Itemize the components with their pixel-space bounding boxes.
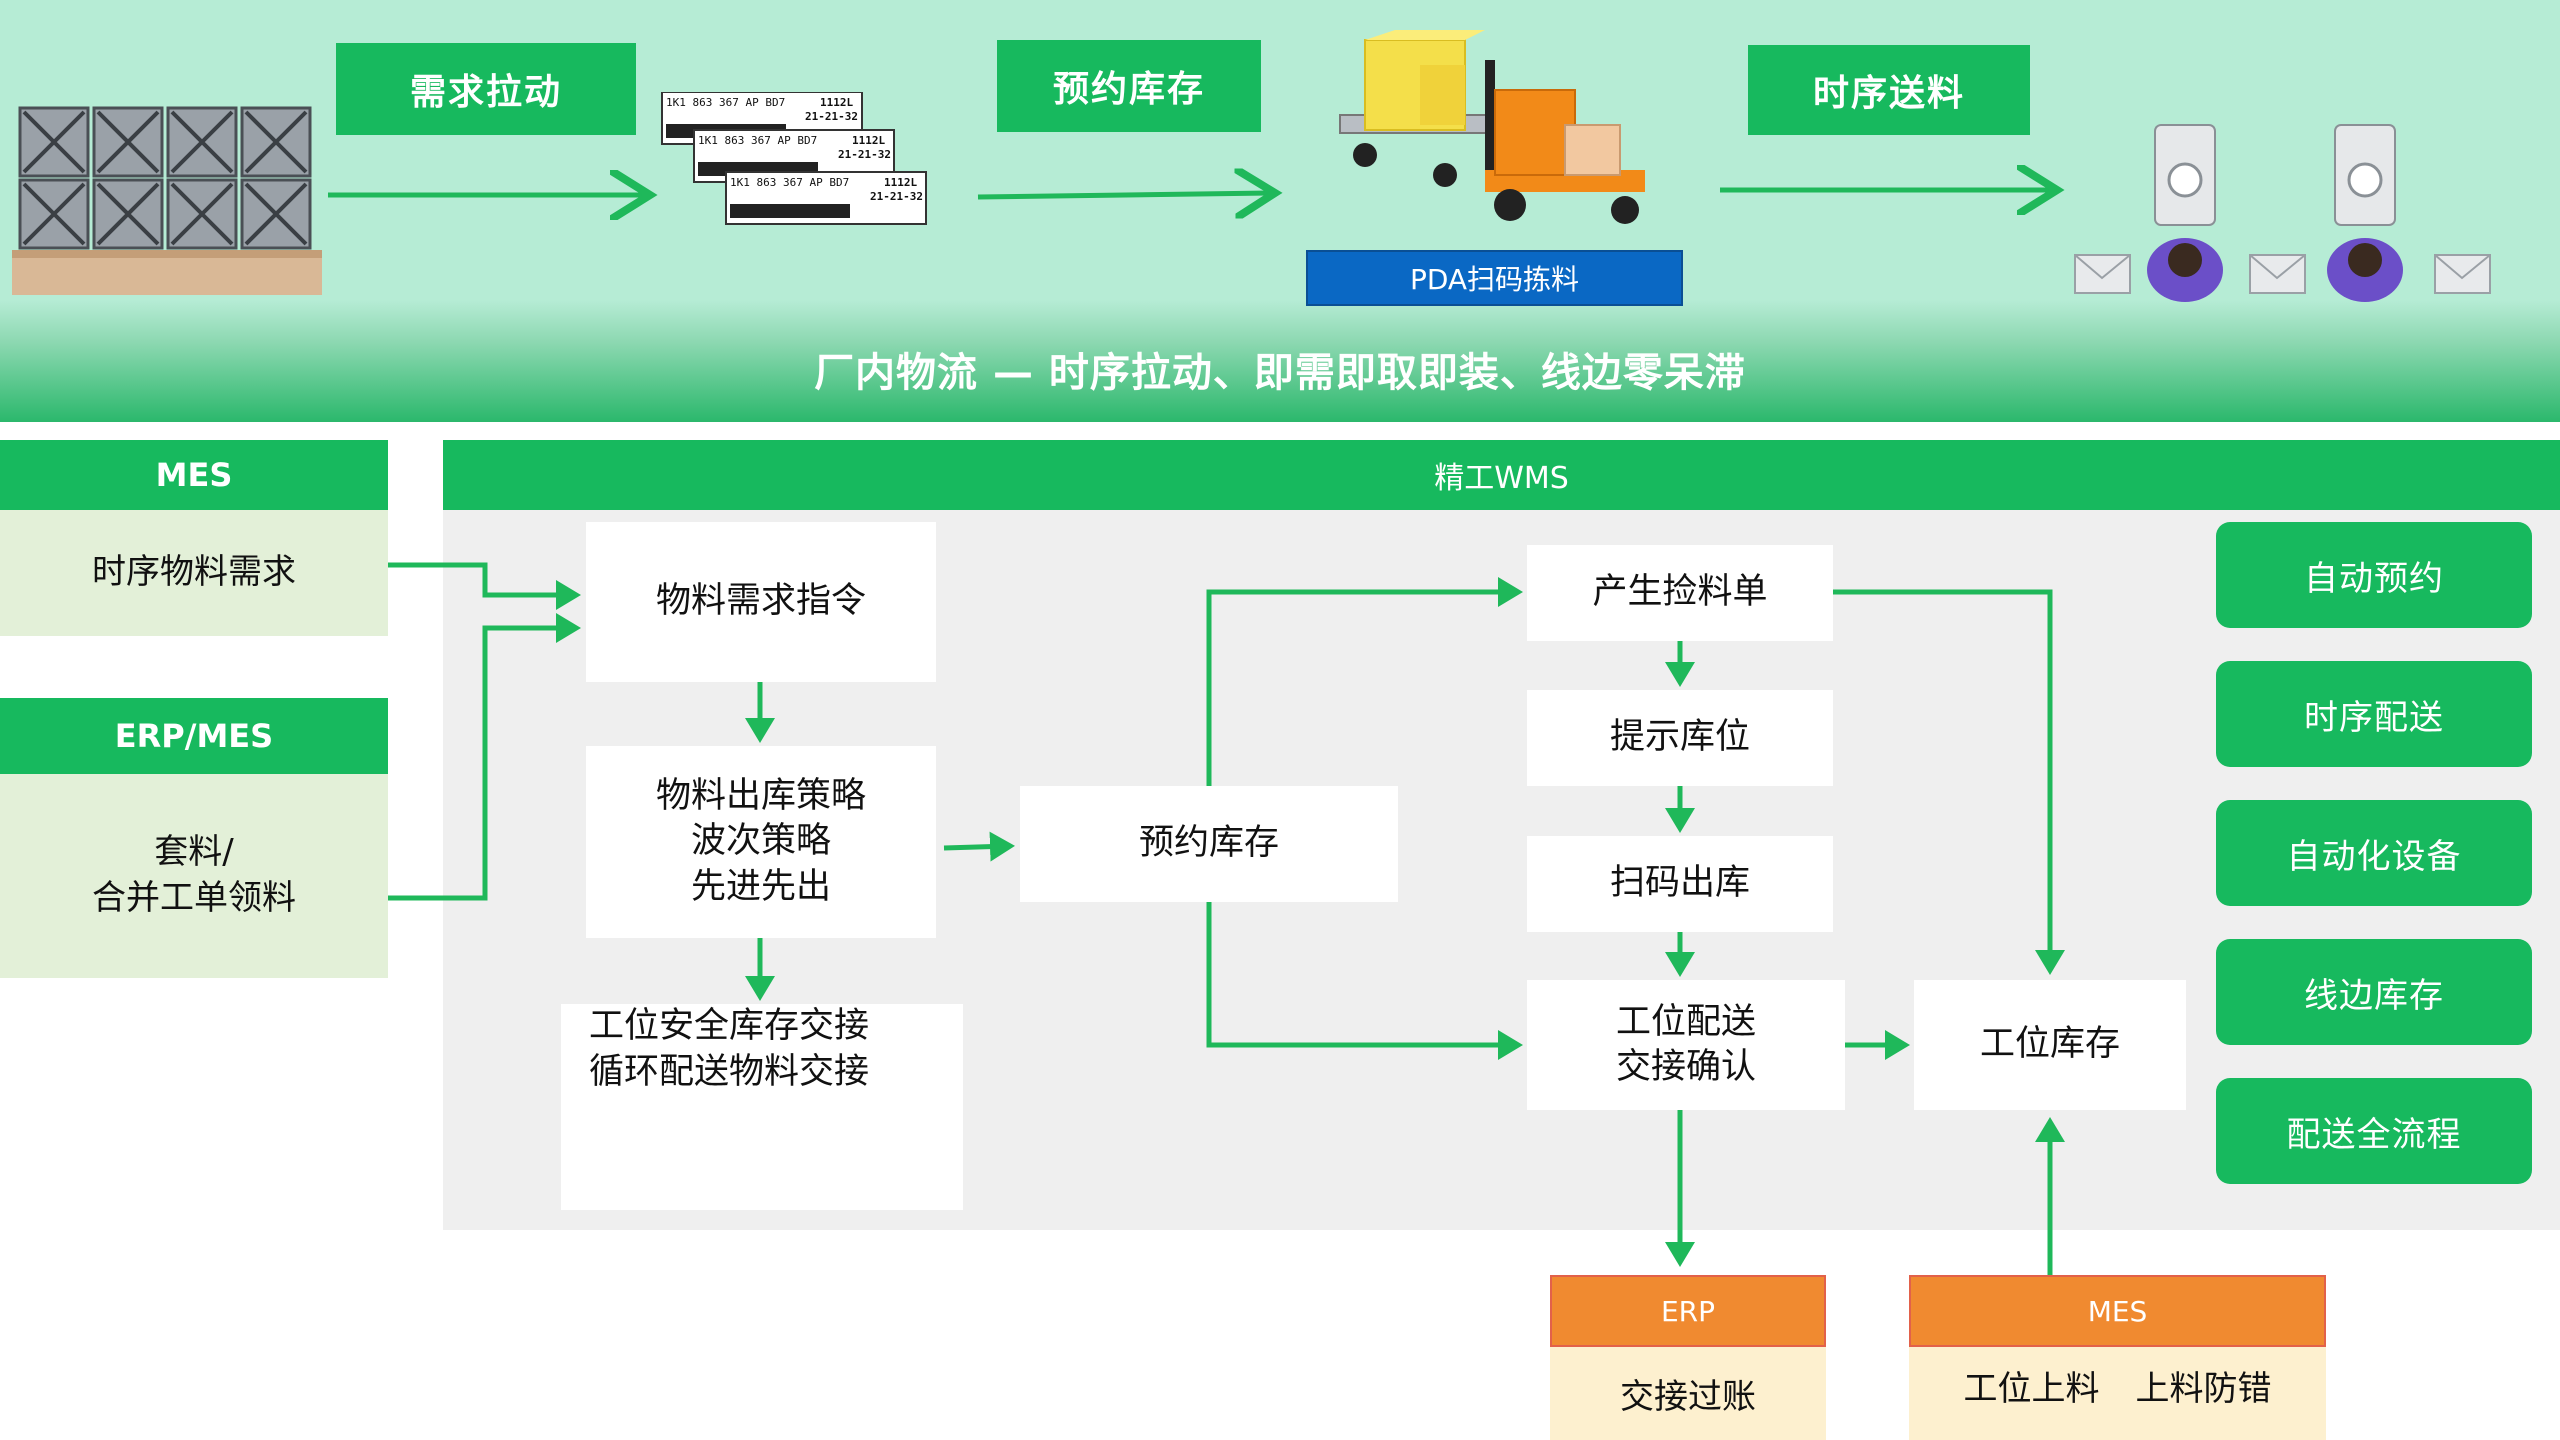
arrow-reserve-to-picklist: [1206, 577, 1523, 786]
delivery-line-2: 交接确认: [1615, 1047, 1756, 1087]
mes-box-title: MES: [1909, 1275, 2326, 1347]
arrow-reserve-to-delivery: [1206, 902, 1523, 1060]
step-sequenced-delivery: 时序送料: [1748, 45, 2030, 135]
node-generate-pick-list: 产生捡料单: [1527, 545, 1833, 641]
erp-kitting-requisition: 套料/ 合并工单领料: [0, 774, 388, 978]
strategy-line-3: 先进先出: [690, 866, 831, 907]
strategy-line-1: 物料出库策略: [655, 775, 866, 816]
crates-illustration: [12, 100, 322, 300]
feature-automation-equipment: 自动化设备: [2216, 800, 2532, 906]
arrow-mes-to-demand: [388, 562, 581, 610]
svg-text:1112L: 1112L: [820, 96, 853, 109]
node-station-delivery: 工位配送 交接确认: [1527, 980, 1845, 1110]
barcode-labels-illustration: 1K1 863 367 AP BD7 1112L 21-21-32 1K1 86…: [660, 91, 930, 237]
arrow-strategy-to-reserve: [943, 831, 1015, 862]
svg-text:1112L: 1112L: [852, 134, 885, 147]
erp-item-line-2: 合并工单领料: [92, 878, 296, 918]
erp-mes-title: ERP/MES: [0, 698, 388, 774]
arrow-erp-to-demand: [388, 613, 581, 901]
delivery-line-1: 工位配送: [1615, 1001, 1756, 1042]
erp-box-body: 交接过账: [1550, 1347, 1826, 1440]
mes-sequenced-demand: 时序物料需求: [0, 510, 388, 636]
strategy-line-2: 波次策略: [690, 821, 831, 862]
svg-text:21-21-32: 21-21-32: [805, 110, 858, 123]
feature-full-delivery-flow: 配送全流程: [2216, 1078, 2532, 1184]
step-reserve-stock: 预约库存: [997, 40, 1261, 132]
banner-slogan: 厂内物流 — 时序拉动、即需即取即装、线边零呆滞: [814, 350, 1746, 396]
mes-body-item-1: 工位上料: [1963, 1369, 2100, 1409]
svg-text:1K1 863 367 AP BD7: 1K1 863 367 AP BD7: [698, 134, 817, 147]
node-outbound-strategy: 物料出库策略 波次策略 先进先出: [586, 746, 936, 938]
mes-body-item-2: 上料防错: [2135, 1369, 2272, 1409]
svg-text:1K1 863 367 AP BD7: 1K1 863 367 AP BD7: [730, 176, 849, 189]
node-material-demand: 物料需求指令: [586, 522, 936, 682]
node-station-safety-stock: 工位安全库存交接 循环配送物料交接: [561, 1004, 963, 1210]
mes-title: MES: [0, 440, 388, 510]
node-scan-outbound: 扫码出库: [1527, 836, 1833, 932]
feature-lineside-stock: 线边库存: [2216, 939, 2532, 1045]
svg-text:21-21-32: 21-21-32: [870, 190, 923, 203]
feature-auto-reserve: 自动预约: [2216, 522, 2532, 628]
safety-line-1: 工位安全库存交接: [589, 1006, 870, 1046]
node-suggest-location: 提示库位: [1527, 690, 1833, 786]
svg-text:1112L: 1112L: [884, 176, 917, 189]
trolley-illustration: [1335, 30, 1655, 240]
safety-line-2: 循环配送物料交接: [589, 1051, 870, 1092]
mes-box-body: 工位上料 上料防错: [1909, 1347, 2326, 1440]
workstation-illustration: [2065, 120, 2505, 320]
banner-arrow-2: [977, 193, 1270, 197]
svg-text:21-21-32: 21-21-32: [838, 148, 891, 161]
erp-box-title: ERP: [1550, 1275, 1826, 1347]
node-station-stock: 工位库存: [1914, 980, 2186, 1110]
node-reserve-stock: 预约库存: [1020, 786, 1398, 902]
arrow-picklist-to-station: [1833, 589, 2065, 975]
erp-item-line-1: 套料/: [154, 832, 234, 873]
step-demand-pull: 需求拉动: [336, 43, 636, 135]
wms-title: 精工WMS: [443, 440, 2560, 510]
pda-scan-pick-label: PDA扫码拣料: [1306, 250, 1683, 306]
svg-text:1K1 863 367 AP BD7: 1K1 863 367 AP BD7: [666, 96, 785, 109]
feature-sequenced-delivery: 时序配送: [2216, 661, 2532, 767]
